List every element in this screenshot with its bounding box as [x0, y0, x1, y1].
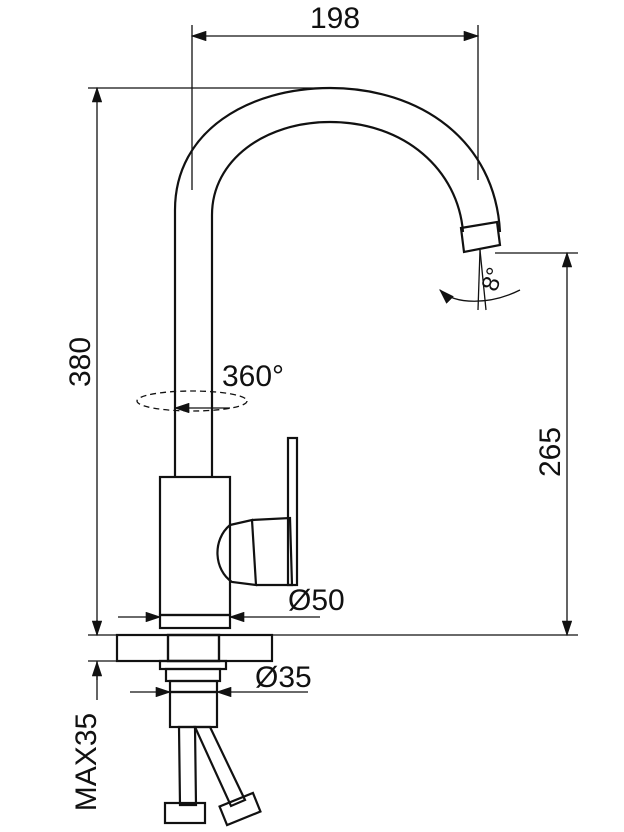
- supply-hoses: [163, 725, 262, 827]
- height-dimension: 380: [64, 86, 330, 637]
- hose-nut: [218, 791, 262, 827]
- spout-height-dimension: 265: [495, 251, 578, 637]
- rotation-label: 360°: [222, 360, 284, 393]
- rotation-indicator: 360°: [136, 360, 284, 414]
- spout: [173, 86, 502, 477]
- lever: [286, 436, 299, 587]
- height-label: 380: [64, 337, 97, 387]
- tilt-indicator: 8°: [439, 249, 521, 311]
- hose-nut: [163, 801, 207, 825]
- handle: [251, 516, 294, 587]
- shank: [158, 659, 228, 729]
- reach-dimension: 198: [190, 2, 480, 190]
- spout-height-label: 265: [534, 427, 567, 477]
- shank-diameter-dimension: Ø35: [130, 661, 312, 698]
- reach-label: 198: [310, 2, 360, 35]
- mounting-deck: [88, 633, 274, 663]
- body-diameter-dimension: Ø50: [118, 584, 345, 623]
- shank-diameter-label: Ø35: [255, 661, 312, 694]
- nozzle: [459, 220, 502, 254]
- faucet-body: [158, 436, 299, 630]
- max-thickness-label: MAX35: [70, 713, 103, 811]
- body-diameter-label: Ø50: [288, 584, 345, 617]
- max-thickness-dimension: MAX35: [70, 620, 103, 811]
